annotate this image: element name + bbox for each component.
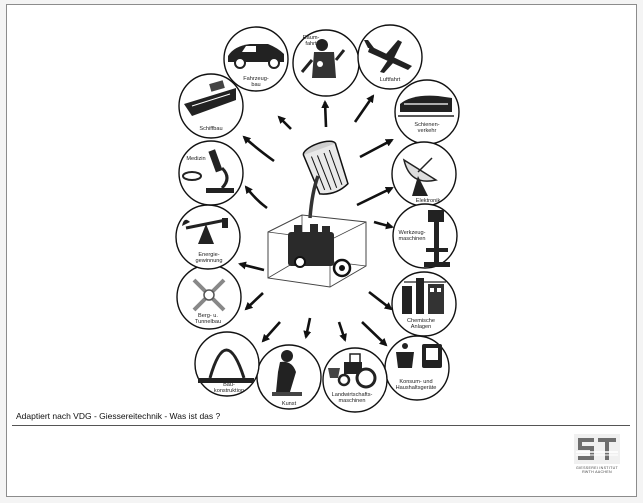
diagram-node-energie: Energie- gewinnung — [176, 205, 240, 269]
logo-icon — [572, 432, 622, 466]
diagram-node-landwirtschaft: Landwirtschafts- maschinen — [323, 348, 387, 412]
node-label-energie-2: gewinnung — [195, 258, 222, 264]
diagram-node-bergbau: Berg- u. Tunnelbau — [177, 265, 241, 329]
node-label-konsum-2: Haushaltsgeräte — [396, 385, 437, 391]
institute-logo: GIESSEREI INSTITUT RWTH AACHEN — [572, 432, 622, 478]
arrows — [240, 96, 392, 345]
diagram-node-konsum: Konsum- und Haushaltsgeräte — [385, 336, 449, 400]
diagram-node-schienen: Schienen- verkehr — [395, 80, 459, 144]
diagram-node-kunst: Kunst — [257, 345, 321, 409]
diagram-node-medizin: Medizin — [179, 141, 243, 205]
node-label-medizin: Medizin — [186, 156, 205, 162]
node-label-luftfahrt: Luftfahrt — [380, 77, 401, 83]
diagram-node-fahrzeugbau: Fahrzeug- bau — [224, 27, 288, 91]
node-label-fahrzeugbau-2: bau — [251, 82, 260, 88]
node-label-chemische-2: Anlagen — [411, 324, 432, 330]
node-label-elektronik: Elektronik — [416, 198, 441, 204]
slide-caption: Adaptiert nach VDG - Giessereitechnik - … — [16, 411, 220, 421]
node-label-landwirtschaft-2: maschinen — [338, 398, 365, 404]
casting-ladle-icon — [268, 138, 366, 287]
diagram-node-bau: Bau- konstruktion — [195, 332, 259, 396]
diagram-node-chemische: Chemische Anlagen — [392, 272, 456, 336]
node-label-schienen-2: verkehr — [418, 128, 437, 134]
divider — [12, 425, 630, 426]
diagram-node-raumfahrt: Raum- fahrt — [293, 30, 359, 96]
diagram-node-schiffbau: Schiffbau — [179, 74, 243, 138]
node-label-kunst: Kunst — [282, 401, 297, 407]
diagram-node-elektronik: Elektronik — [392, 142, 456, 206]
node-label-raumfahrt-2: fahrt — [305, 41, 317, 47]
node-label-schiffbau: Schiffbau — [199, 126, 222, 132]
logo-text: GIESSEREI INSTITUT RWTH AACHEN — [572, 466, 622, 474]
node-label-bau-2: konstruktion — [214, 388, 244, 394]
node-label-bergbau-2: Tunnelbau — [195, 319, 221, 325]
diagram-node-luftfahrt: Luftfahrt — [358, 25, 422, 89]
node-label-werkzeug-2: maschinen — [398, 236, 425, 242]
diagram-node-werkzeug: Werkzeug- maschinen — [393, 204, 457, 268]
